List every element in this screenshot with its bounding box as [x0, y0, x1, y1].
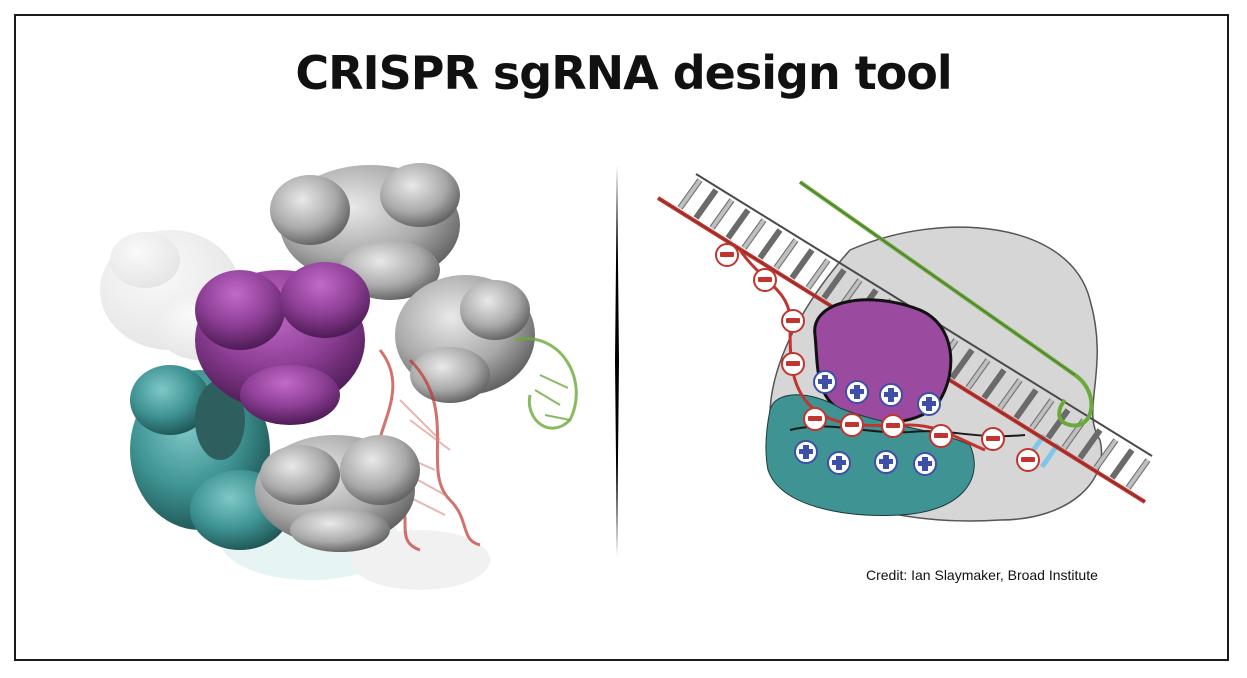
- gray-domain-top: [270, 163, 460, 300]
- negative-charges: [715, 243, 1040, 472]
- minus-charge-icon: [753, 268, 777, 292]
- minus-charge-icon: [715, 243, 739, 267]
- gray-domain-bottom: [255, 435, 420, 552]
- minus-charge-icon: [803, 407, 827, 431]
- page-title: CRISPR sgRNA design tool: [295, 46, 952, 100]
- plus-charge-icon: [913, 452, 937, 476]
- minus-charge-icon: [1016, 448, 1040, 472]
- minus-charge-icon: [929, 424, 953, 448]
- plus-charge-icon: [813, 370, 837, 394]
- minus-charge-icon: [781, 309, 805, 333]
- minus-charge-icon: [881, 414, 905, 438]
- teal-domain: [130, 365, 290, 550]
- minus-charge-icon: [781, 352, 805, 376]
- purple-domain: [195, 262, 370, 425]
- image-credit: Credit: Ian Slaymaker, Broad Institute: [866, 567, 1098, 583]
- plus-charge-icon: [845, 380, 869, 404]
- protein-surface-illustration: [100, 163, 578, 590]
- gray-domain-right: [395, 275, 535, 403]
- plus-charge-icon: [794, 440, 818, 464]
- dna-ladder: [677, 173, 1153, 490]
- mechanism-diagram: [656, 173, 1153, 522]
- plus-charge-icon: [917, 392, 941, 416]
- plus-charge-icon: [874, 450, 898, 474]
- minus-charge-icon: [981, 427, 1005, 451]
- panel-divider: [615, 165, 619, 557]
- positive-charges: [794, 370, 941, 476]
- minus-charge-icon: [840, 413, 864, 437]
- guide-strand: [798, 180, 1094, 428]
- plus-charge-icon: [879, 383, 903, 407]
- plus-charge-icon: [827, 451, 851, 475]
